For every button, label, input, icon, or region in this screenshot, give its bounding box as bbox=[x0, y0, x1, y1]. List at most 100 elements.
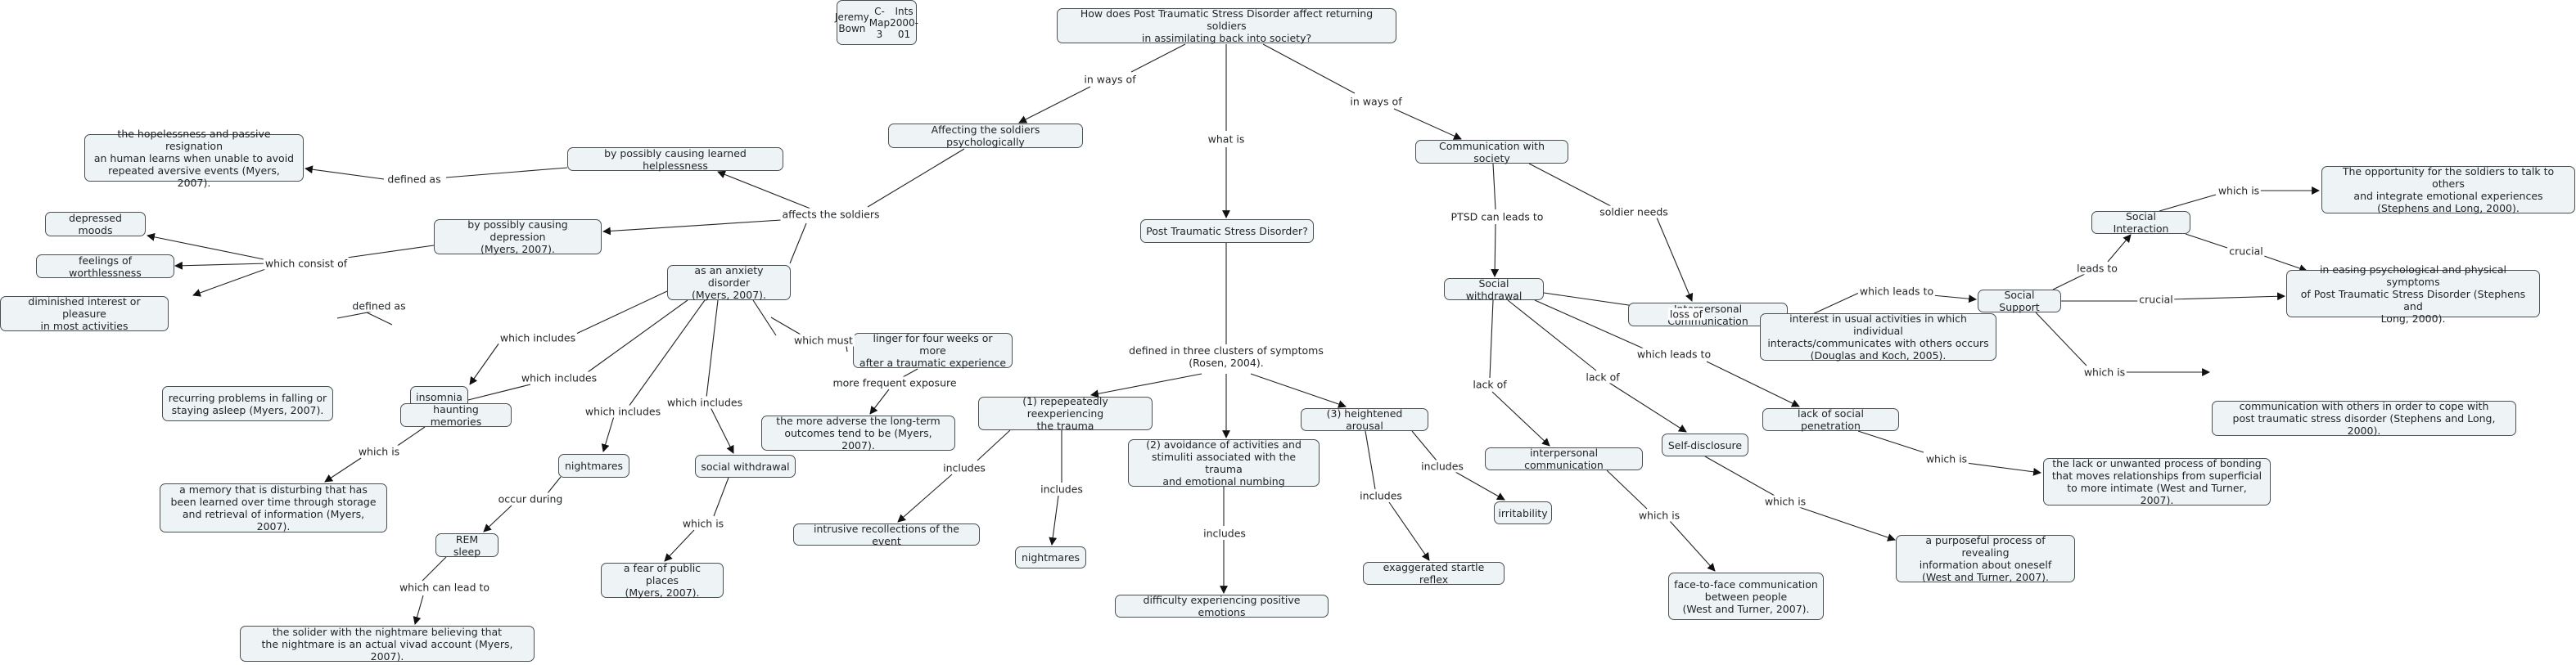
concept-intrusive-recollections[interactable]: intrusive recollections of the event bbox=[793, 523, 980, 547]
concept-recurring-sleep-problems[interactable]: recurring problems in falling or staying… bbox=[162, 386, 333, 421]
concept-easing-symptoms[interactable]: in easing psychological and physical sym… bbox=[2286, 263, 2540, 325]
link-label-which-includes-insomnia: which includes bbox=[498, 331, 578, 344]
concept-communication-to-cope[interactable]: communication with others in order to co… bbox=[2212, 400, 2516, 437]
link-label-which-must: which must bbox=[792, 334, 855, 347]
connector-line bbox=[601, 416, 615, 452]
link-label-lack-of-self-disclosure: lack of bbox=[1584, 371, 1622, 384]
link-label-in-ways-of-left: in ways of bbox=[1082, 73, 1138, 86]
concept-ptsd[interactable]: Post Traumatic Stress Disorder? bbox=[1140, 219, 1314, 243]
connector-line bbox=[1656, 217, 1694, 302]
connector-line bbox=[2185, 233, 2228, 249]
concept-root-question[interactable]: How does Post Traumatic Stress Disorder … bbox=[1057, 7, 1396, 44]
concept-lack-of-social-penetration[interactable]: lack of social penetration bbox=[1762, 407, 1899, 432]
concept-difficulty-positive-emotions[interactable]: difficulty experiencing positive emotion… bbox=[1115, 594, 1329, 618]
connector-line bbox=[1507, 299, 1597, 371]
connector-line bbox=[713, 477, 729, 517]
link-label-defined-in-three-clusters: defined in three clusters of symptoms (R… bbox=[1127, 344, 1325, 369]
author-box: Jeremy Bown C-Map 3 Ints 2000-01 bbox=[835, 0, 918, 45]
link-label-which-leads-to-support: which leads to bbox=[1857, 285, 1936, 298]
concept-memory-definition[interactable]: a memory that is disturbing that has bee… bbox=[160, 483, 387, 532]
concept-interpersonal-communication[interactable]: interpersonal communication bbox=[1485, 447, 1643, 471]
concept-opportunity-to-talk[interactable]: The opportunity for the soldiers to talk… bbox=[2321, 165, 2575, 214]
concept-worthlessness[interactable]: feelings of worthlessness bbox=[36, 254, 174, 279]
connector-line bbox=[752, 299, 777, 336]
connector-line bbox=[1704, 456, 1775, 497]
concept-social-withdrawal-anxiety[interactable]: social withdrawal bbox=[695, 455, 796, 478]
connector-line bbox=[1492, 163, 1496, 210]
concept-social-withdrawal-comm[interactable]: Social withdrawal bbox=[1444, 277, 1544, 302]
connector-lines bbox=[147, 43, 2320, 625]
concept-nightmares-ptsd[interactable]: nightmares bbox=[1015, 546, 1086, 568]
concept-irritability[interactable]: irritability bbox=[1494, 501, 1552, 524]
concept-heightened-arousal[interactable]: (3) heightened arousal bbox=[1301, 407, 1428, 432]
concept-helplessness-definition[interactable]: the hopelessness and passive resignation… bbox=[84, 128, 304, 189]
connector-line bbox=[1965, 462, 2041, 476]
link-label-defined-as-helplessness: defined as bbox=[386, 173, 443, 186]
concept-learned-helplessness[interactable]: by possibly causing learned helplessness bbox=[567, 147, 783, 172]
connector-line bbox=[717, 170, 811, 209]
concept-purposeful-revealing[interactable]: a purposeful process of revealing inform… bbox=[1896, 534, 2075, 583]
concept-exaggerated-startle-reflex[interactable]: exaggerated startle reflex bbox=[1363, 561, 1505, 586]
connector-line bbox=[2052, 272, 2087, 290]
connector-line bbox=[869, 389, 890, 415]
concept-avoidance-numbing[interactable]: (2) avoidance of activities and stimulit… bbox=[1128, 438, 1320, 488]
connector-line bbox=[174, 261, 268, 270]
concept-haunting-memories[interactable]: haunting memories bbox=[400, 403, 512, 428]
concept-lack-of-bonding[interactable]: the lack or unwanted process of bonding … bbox=[2043, 457, 2271, 506]
link-label-soldier-needs: soldier needs bbox=[1598, 205, 1670, 218]
connector-line bbox=[422, 556, 447, 582]
link-label-crucial-lower: crucial bbox=[2137, 293, 2175, 306]
connector-line bbox=[1393, 108, 1462, 140]
connector-line bbox=[710, 407, 734, 454]
link-label-what-is: what is bbox=[1206, 133, 1247, 146]
connector-line bbox=[1534, 299, 1646, 350]
connector-line bbox=[483, 505, 512, 532]
concept-fear-of-public-places[interactable]: a fear of public places (Myers, 2007). bbox=[601, 562, 724, 599]
concept-depression[interactable]: by possibly causing depression (Myers, 2… bbox=[434, 218, 602, 255]
concept-social-interaction[interactable]: Social Interaction bbox=[2091, 210, 2190, 235]
concept-rem-sleep[interactable]: REM sleep bbox=[435, 533, 499, 558]
connector-line bbox=[897, 474, 953, 523]
concept-solider-nightmare-belief[interactable]: the solider with the nightmare believing… bbox=[240, 626, 535, 663]
concept-anxiety-disorder[interactable]: as an anxiety disorder (Myers, 2007). bbox=[667, 264, 791, 301]
concept-face-to-face-communication[interactable]: face-to-face communication between peopl… bbox=[1668, 573, 1824, 620]
connector-line bbox=[1388, 501, 1430, 561]
connector-line bbox=[395, 426, 426, 447]
connector-line bbox=[1365, 430, 1376, 490]
connector-line bbox=[1090, 373, 1202, 398]
connector-line bbox=[1018, 86, 1091, 124]
connector-line bbox=[1489, 299, 1494, 379]
link-label-which-includes-withdrawal: which includes bbox=[665, 396, 745, 409]
connector-line bbox=[602, 218, 795, 236]
connector-line bbox=[1491, 223, 1500, 277]
concept-communication-with-society[interactable]: Communication with society bbox=[1415, 140, 1568, 164]
concept-social-support[interactable]: Social Support bbox=[1978, 289, 2061, 313]
concept-linger-four-weeks[interactable]: linger for four weeks or more after a tr… bbox=[853, 332, 1013, 369]
connector-line bbox=[324, 457, 362, 483]
concept-self-disclosure[interactable]: Self-disclosure bbox=[1662, 434, 1748, 456]
link-label-defined-as-insomnia: defined as bbox=[350, 299, 408, 312]
connector-line bbox=[628, 299, 706, 407]
concept-affecting-psychologically[interactable]: Affecting the soldiers psychologically bbox=[888, 124, 1083, 148]
link-label-includes-startle: includes bbox=[1358, 489, 1404, 502]
author-name: Jeremy Bown bbox=[835, 11, 869, 34]
concept-diminished-interest[interactable]: diminished interest or pleasure in most … bbox=[0, 295, 169, 332]
link-label-affects-the-soldiers: affects the soldiers bbox=[780, 208, 882, 221]
connector-line bbox=[366, 312, 393, 326]
concept-adverse-outcomes[interactable]: the more adverse the long-term outcomes … bbox=[761, 415, 955, 452]
connector-line bbox=[458, 384, 531, 403]
concept-reexperiencing-trauma[interactable]: (1) repepeatedly reexperiencing the trau… bbox=[978, 395, 1153, 432]
link-label-which-includes-haunting: which includes bbox=[519, 371, 599, 384]
connector-line bbox=[469, 342, 500, 385]
concept-interest-usual-activities[interactable]: interest in usual activities in which in… bbox=[1760, 312, 1996, 362]
map-number: C-Map 3 bbox=[868, 5, 891, 40]
connector-line bbox=[1608, 382, 1687, 433]
link-label-lack-of-interpersonal: lack of bbox=[1471, 378, 1509, 391]
connector-line bbox=[1796, 505, 1896, 541]
connector-line bbox=[1262, 43, 1356, 94]
connector-line bbox=[1455, 471, 1505, 501]
link-label-which-is-opportunity: which is bbox=[2216, 184, 2262, 197]
concept-depressed-moods[interactable]: depressed moods bbox=[45, 212, 146, 236]
concept-nightmares-anxiety[interactable]: nightmares bbox=[558, 454, 629, 478]
connector-line bbox=[192, 267, 268, 297]
